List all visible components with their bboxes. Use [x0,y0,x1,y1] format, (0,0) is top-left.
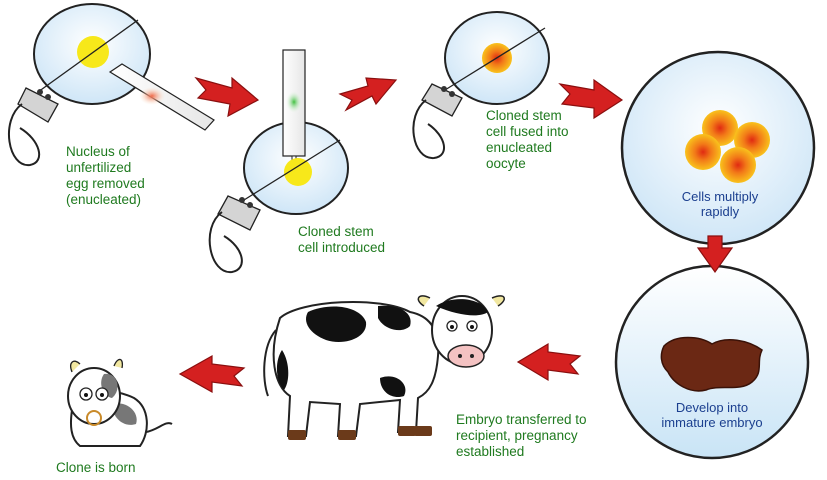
label-transfer: Embryo transferred to recipient, pregnan… [456,412,626,460]
arrow-6 [180,356,244,392]
arrow-1 [196,78,258,116]
label-enucleate: Nucleus of unfertilized egg removed (enu… [66,144,186,208]
arrow-5 [518,344,580,380]
immature-embryo [661,338,762,391]
label-multiply: Cells multiply rapidly [668,189,772,219]
cow-snout [448,345,484,367]
label-introduce: Cloned stem cell introduced [298,224,418,256]
label-fuse: Cloned stem cell fused into enucleated o… [486,108,606,172]
label-born: Clone is born [56,460,166,476]
label-develop: Develop into immature embryo [652,400,772,430]
arrow-2 [340,78,396,110]
enucleation-illustration [9,4,214,165]
clone-calf [68,359,172,446]
